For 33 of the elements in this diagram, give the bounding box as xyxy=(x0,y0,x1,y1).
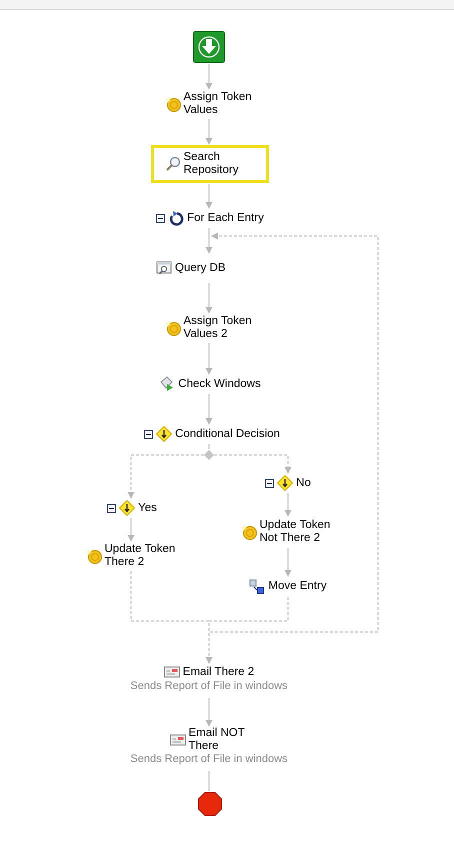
connector-line xyxy=(208,444,210,450)
arrow xyxy=(206,698,212,727)
activity-label: Move Entry xyxy=(268,580,327,593)
arrow xyxy=(206,282,212,314)
arrow xyxy=(206,118,212,145)
selected-activity-box xyxy=(151,145,269,183)
arrow xyxy=(206,228,212,254)
connector-line xyxy=(208,770,210,792)
activity-label: Email There 2 xyxy=(182,666,254,678)
activity-description: Sends Report of File in windows xyxy=(130,753,288,766)
activity-label: Search Repository xyxy=(184,151,240,177)
activity-label: No xyxy=(296,476,311,490)
activity-label: Query DB xyxy=(175,262,226,274)
arrow xyxy=(284,492,292,517)
arrow xyxy=(206,184,212,209)
activity-label: For Each Entry xyxy=(187,212,264,224)
activity-label: Yes xyxy=(138,502,157,514)
arrow xyxy=(214,454,292,474)
activity-label: Check Windows xyxy=(178,378,261,390)
arrow xyxy=(128,518,134,542)
arrow xyxy=(284,548,292,577)
activity-label: Email NOT There xyxy=(188,727,246,753)
activity-label: Update Token Not There 2 xyxy=(260,519,332,545)
arrow xyxy=(208,232,378,632)
activity-label: Assign Token Values xyxy=(184,91,253,117)
arrow xyxy=(128,454,204,499)
arrow xyxy=(206,342,212,375)
activity-label: Conditional Decision xyxy=(175,428,280,440)
activity-label: Assign Token Values 2 xyxy=(184,315,253,341)
activity-description: Sends Report of File in windows xyxy=(130,680,288,693)
arrow xyxy=(206,394,212,425)
activity-label: Update Token There 2 xyxy=(104,543,176,569)
arrow xyxy=(206,64,212,90)
